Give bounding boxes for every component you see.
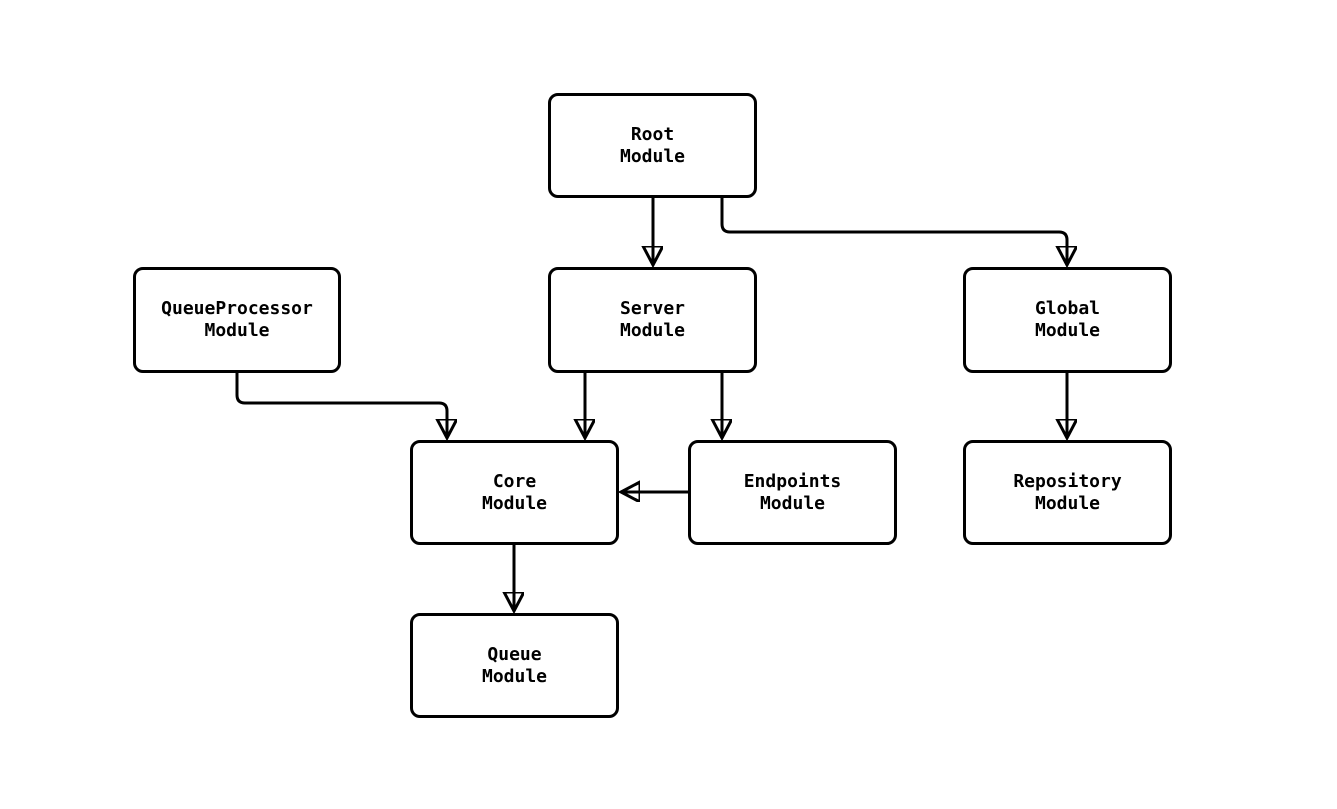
node-label: Repository Module	[1013, 470, 1122, 514]
node-endpoints-module[interactable]: Endpoints Module	[688, 440, 897, 545]
node-label: Server Module	[619, 298, 686, 341]
node-repository-module[interactable]: Repository Module	[963, 440, 1172, 545]
node-label: Global Module	[1034, 298, 1101, 341]
node-label: Queue Module	[481, 643, 548, 687]
node-core-module[interactable]: Core Module	[410, 440, 619, 545]
node-queueprocessor-module[interactable]: QueueProcessor Module	[133, 267, 341, 373]
node-label: Root Module	[619, 123, 686, 167]
edge-queueprocessor-to-core	[235, 373, 447, 437]
node-server-module[interactable]: Server Module	[548, 267, 757, 373]
edge-root-to-global	[720, 198, 1067, 264]
node-queue-module[interactable]: Queue Module	[410, 613, 619, 718]
node-label: QueueProcessor Module	[161, 298, 313, 341]
node-root-module[interactable]: Root Module	[548, 93, 757, 198]
node-label: Endpoints Module	[743, 470, 842, 514]
node-label: Core Module	[481, 470, 548, 514]
node-global-module[interactable]: Global Module	[963, 267, 1172, 373]
